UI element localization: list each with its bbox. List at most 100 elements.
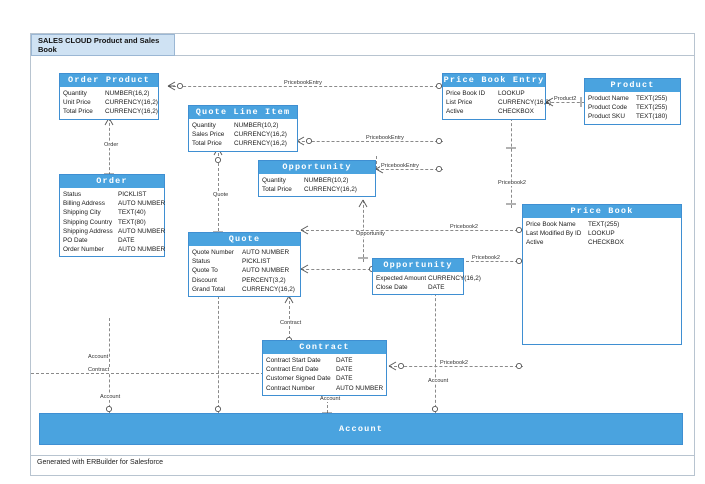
edge-label-pricebookentry-2: PricebookEntry [365, 135, 405, 141]
entity-quote-title: Quote [189, 233, 300, 246]
connector-contract-pricebook [389, 366, 523, 367]
entity-order-product-title: Order Product [60, 74, 158, 87]
attribute-type: DATE [336, 375, 353, 383]
edge-label-order: Order [103, 142, 120, 148]
attribute-field: Quantity [262, 177, 286, 184]
connector-order-account [109, 318, 110, 413]
attribute-field: Contract End Date [266, 366, 319, 374]
page-title: SALES CLOUD Product and Sales Book [38, 36, 160, 54]
attribute-field: Active [446, 108, 464, 116]
attribute-row: Customer Signed Date DATE [266, 374, 383, 383]
edge-label-pricebook2-b: Pricebook2 [449, 224, 479, 230]
connector-opportunityproduct-pricebookentry-v [376, 156, 377, 169]
attribute-row: Product SKU TEXT(180) [588, 112, 677, 121]
attribute-field: Last Modified By ID [526, 230, 582, 238]
attribute-type: PICKLIST [118, 191, 147, 198]
edge-label-account-left: Account [87, 354, 110, 360]
attribute-type: AUTO NUMBER [242, 267, 290, 275]
attribute-type: CHECKBOX [588, 239, 624, 247]
attribute-field: Total Price [262, 186, 292, 194]
attribute-field: Customer Signed Date [266, 375, 331, 383]
attribute-field: Close Date [376, 284, 408, 292]
title-divider [175, 55, 695, 56]
attribute-field: List Price [446, 99, 473, 107]
attribute-type: CURRENCY(16,2) [304, 186, 357, 194]
attribute-field: Quantity [63, 90, 87, 97]
attribute-type: LOOKUP [588, 230, 615, 238]
attribute-row: Billing Address AUTO NUMBER [63, 199, 165, 208]
diagram-title-tab: SALES CLOUD Product and Sales Book [31, 34, 175, 56]
entity-price-book-entry-title: Price Book Entry [443, 74, 545, 87]
edge-label-pricebook2-a: Pricebook2 [497, 180, 527, 186]
entity-price-book-title: Price Book [523, 205, 681, 218]
attribute-type: TEXT(255) [588, 221, 620, 228]
attribute-type: PICKLIST [242, 258, 271, 266]
attribute-row: Quantity NUMBER(10,2) [262, 176, 372, 185]
attribute-type: CURRENCY(16,2) [498, 99, 551, 107]
attribute-field: Shipping Address [63, 227, 113, 235]
connector-quote-account [218, 296, 219, 413]
entity-account[interactable]: Account [39, 413, 683, 445]
attribute-row: Product Name TEXT(255) [588, 94, 677, 103]
connector-orderproduct-pricebookentry [168, 86, 443, 87]
attribute-field: Quote Number [192, 249, 234, 256]
attribute-type: AUTO NUMBER [118, 227, 166, 235]
attribute-field: Status [63, 191, 82, 198]
attribute-field: Active [526, 239, 544, 247]
attribute-type: TEXT(255) [636, 104, 668, 112]
edge-label-quote: Quote [212, 192, 230, 198]
attribute-field: Contract Number [266, 384, 315, 392]
diagram-canvas: PricebookEntry PricebookEntry PricebookE… [31, 56, 694, 453]
attribute-type: AUTO NUMBER [242, 249, 290, 256]
attribute-type: NUMBER(10,2) [304, 177, 349, 184]
entity-product-title: Product [585, 79, 680, 92]
attribute-field: Product Code [588, 104, 628, 112]
edge-label-pricebook2-d: Pricebook2 [439, 360, 469, 366]
attribute-field: Product SKU [588, 113, 625, 121]
edge-label-account-3: Account [427, 378, 450, 384]
attribute-field: Billing Address [63, 200, 105, 208]
attribute-type: TEXT(180) [636, 113, 668, 121]
connector-orderproduct-order [109, 118, 110, 180]
edge-label-contract-top: Contract [279, 320, 303, 326]
entity-account-title: Account [338, 424, 384, 434]
attribute-type: TEXT(255) [636, 95, 668, 102]
attribute-type: AUTO NUMBER [336, 384, 384, 392]
attribute-field: Product Name [588, 95, 629, 102]
attribute-type: CURRENCY(16,2) [242, 285, 295, 293]
entity-quote-line-item-title: Quote Line Item [189, 106, 297, 119]
attribute-row: Quote Number AUTO NUMBER [192, 248, 297, 257]
attribute-row: Total Price CURRENCY(16,2) [262, 185, 372, 194]
attribute-type: NUMBER(10,2) [234, 122, 279, 129]
attribute-type: AUTO NUMBER [118, 200, 166, 208]
edge-label-product2: Product2 [553, 96, 578, 102]
connector-quote-opportunity [301, 269, 376, 270]
